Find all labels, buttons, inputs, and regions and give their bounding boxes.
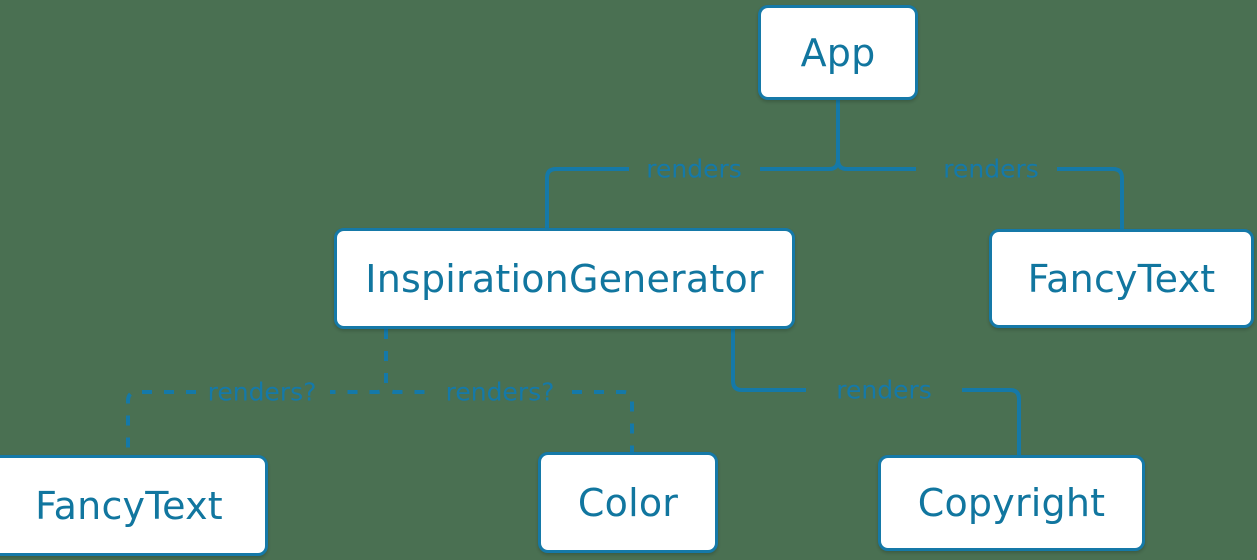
- edge-inspiration-to-color: [384, 329, 634, 452]
- node-fancytext-left-label: FancyText: [35, 483, 223, 528]
- node-copyright[interactable]: Copyright: [878, 455, 1145, 551]
- node-copyright-label: Copyright: [917, 481, 1106, 525]
- node-color[interactable]: Color: [538, 452, 718, 553]
- node-app[interactable]: App: [758, 5, 918, 100]
- edge-label-inspiration-to-copyright: renders: [836, 375, 932, 405]
- edge-label-inspiration-to-fancytext-left: renders?: [207, 377, 317, 407]
- edge-inspiration-to-copyright: [731, 329, 1021, 455]
- edge-app-to-fancytext-right: [836, 100, 1124, 229]
- edge-label-inspiration-to-color: renders?: [445, 377, 555, 407]
- edge-inspiration-to-fancytext-left: [126, 329, 388, 455]
- node-fancytext-right[interactable]: FancyText: [989, 229, 1254, 328]
- node-fancytext-right-label: FancyText: [1027, 256, 1216, 301]
- node-inspiration-generator[interactable]: InspirationGenerator: [334, 228, 795, 329]
- edge-label-app-to-fancytext-right: renders: [943, 154, 1039, 184]
- node-app-label: App: [800, 30, 876, 75]
- node-inspiration-generator-label: InspirationGenerator: [365, 256, 764, 301]
- node-fancytext-left[interactable]: FancyText: [0, 455, 268, 556]
- node-color-label: Color: [577, 480, 679, 525]
- edge-label-app-to-inspiration: renders: [646, 154, 742, 184]
